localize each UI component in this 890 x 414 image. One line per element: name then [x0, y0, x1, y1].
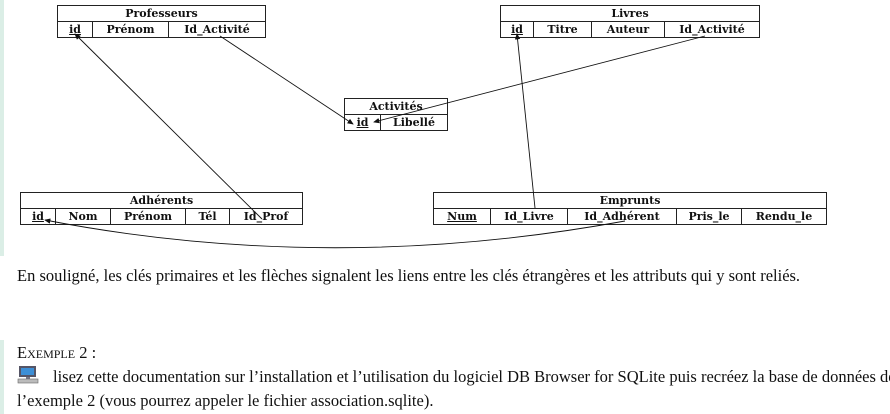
table-field: Id_Activité — [168, 22, 265, 37]
primary-key-field: id — [32, 210, 44, 223]
table-field: Rendu_le — [741, 209, 826, 224]
table-field: Id_Livre — [490, 209, 567, 224]
table-field: Nom — [55, 209, 110, 224]
example-instructions: lisez cette documentation sur l’installa… — [17, 365, 890, 413]
example-heading: Exemple 2 : — [17, 343, 97, 362]
arrow-emprunts-idlivre-to-livres-id — [514, 33, 536, 209]
table-title: Adhérents — [21, 193, 302, 209]
example-block: Exemple 2 : lisez cette documentation su… — [17, 341, 890, 413]
arrow-professeurs-idactivite-to-activites-id — [219, 35, 354, 125]
table-field: Prénom — [110, 209, 185, 224]
table-title: Livres — [501, 6, 759, 22]
table-field: Id_Adhérent — [567, 209, 676, 224]
primary-key-field: id — [356, 116, 369, 129]
left-margin-bar — [0, 340, 4, 414]
primary-key-field: id — [69, 23, 81, 36]
example-text: lisez cette documentation sur l’installa… — [17, 367, 890, 410]
left-margin-bar — [0, 0, 4, 256]
table-field: Id_Prof — [229, 209, 302, 224]
table-title: Activités — [345, 99, 447, 115]
computer-icon — [17, 366, 39, 384]
table-title: Emprunts — [434, 193, 826, 209]
table-field: Titre — [533, 22, 591, 37]
table-title: Professeurs — [58, 6, 265, 22]
table-field: Id_Activité — [664, 22, 759, 37]
table-field: Pris_le — [676, 209, 741, 224]
primary-key-field: Num — [447, 210, 477, 223]
table-field: Tél — [185, 209, 229, 224]
caption-text: En souligné, les clés primaires et les f… — [17, 266, 801, 285]
table-field: Auteur — [591, 22, 664, 37]
table-field: Libellé — [380, 115, 447, 130]
table-field: Prénom — [92, 22, 168, 37]
primary-key-field: id — [511, 23, 523, 36]
table-fields-row: id Libellé — [345, 115, 447, 130]
